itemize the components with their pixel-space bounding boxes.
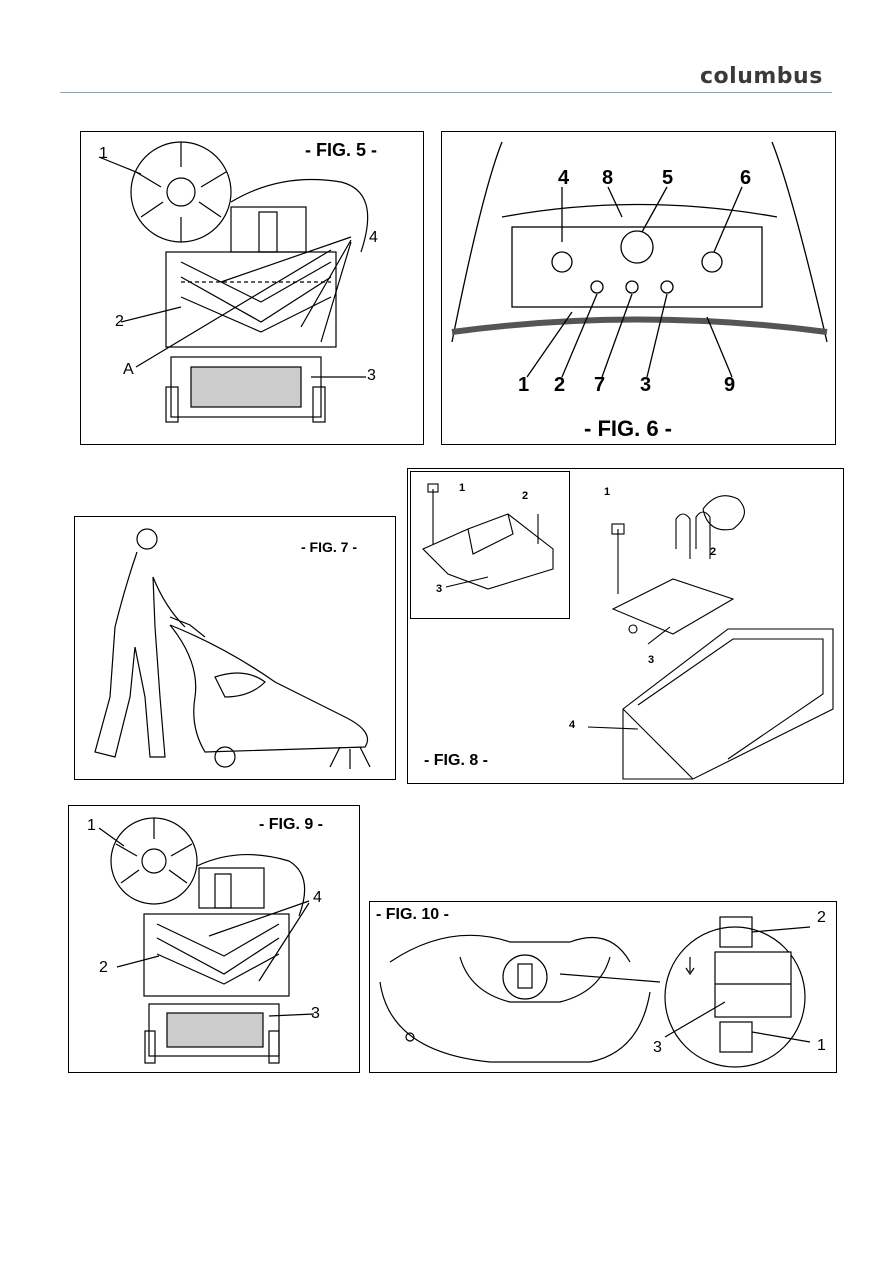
figure-10-drawing — [379, 916, 811, 1068]
figure-5: - FIG. 5 - 1 4 2 A 3 — [80, 131, 424, 445]
figure-6-caption: - FIG. 6 - — [584, 416, 672, 441]
figure-6-label-4: 4 — [558, 167, 570, 189]
brand-logo: columbus — [700, 64, 823, 89]
figure-7-drawing — [94, 528, 371, 769]
figure-8-inset — [410, 471, 570, 619]
figure-10-caption: - FIG. 10 - — [376, 906, 449, 923]
figure-6-label-2: 2 — [554, 374, 566, 396]
figure-5-label-1: 1 — [99, 145, 108, 162]
figure-8-drawing — [422, 483, 834, 780]
figure-6-label-6: 6 — [740, 167, 752, 189]
figure-10-label-3: 3 — [653, 1039, 662, 1056]
figure-6-label-3: 3 — [640, 374, 652, 396]
figure-8-label-3: 3 — [648, 654, 655, 666]
figure-6-label-1: 1 — [518, 374, 530, 396]
figure-9-label-2: 2 — [99, 959, 108, 976]
figure-6-label-8: 8 — [602, 167, 614, 189]
figure-8: 1 2 3 1 2 3 4 - FIG. 8 - — [407, 468, 844, 784]
figure-9: - FIG. 9 - 1 4 2 3 — [68, 805, 360, 1073]
figure-10-label-2: 2 — [817, 909, 826, 926]
figure-5-label-2: 2 — [115, 313, 124, 330]
figure-10-label-1: 1 — [817, 1037, 826, 1054]
figure-5-label-a: A — [123, 361, 134, 378]
figure-9-drawing — [98, 817, 315, 1064]
figure-8-label-2: 2 — [710, 546, 717, 558]
figure-9-label-3: 3 — [311, 1005, 320, 1022]
figure-6-label-5: 5 — [662, 167, 674, 189]
figure-10: - FIG. 10 - 2 3 1 — [369, 901, 837, 1073]
figure-6-drawing — [451, 141, 828, 378]
figure-6-label-7: 7 — [594, 374, 606, 396]
figure-8-label-1: 1 — [604, 486, 611, 498]
figure-8-inset-label-2: 2 — [522, 490, 529, 502]
figure-6-label-9: 9 — [724, 374, 736, 396]
figure-7-caption: - FIG. 7 - — [301, 539, 357, 555]
figure-5-label-4: 4 — [369, 229, 378, 246]
figure-8-inset-label-3: 3 — [436, 583, 443, 595]
figure-9-label-1: 1 — [87, 817, 96, 834]
figure-9-label-4: 4 — [313, 889, 322, 906]
figure-8-caption: - FIG. 8 - — [424, 752, 488, 769]
header-rule — [60, 92, 832, 93]
figure-5-caption: - FIG. 5 - — [305, 140, 377, 160]
figure-6: 4 8 5 6 1 2 7 3 9 - FIG. 6 - — [441, 131, 836, 445]
figure-9-caption: - FIG. 9 - — [259, 816, 323, 833]
figure-8-inset-label-1: 1 — [459, 482, 466, 494]
figure-7: - FIG. 7 - — [74, 516, 396, 780]
figure-5-drawing — [98, 141, 369, 423]
figure-5-label-3: 3 — [367, 367, 376, 384]
figure-8-label-4: 4 — [569, 719, 576, 731]
